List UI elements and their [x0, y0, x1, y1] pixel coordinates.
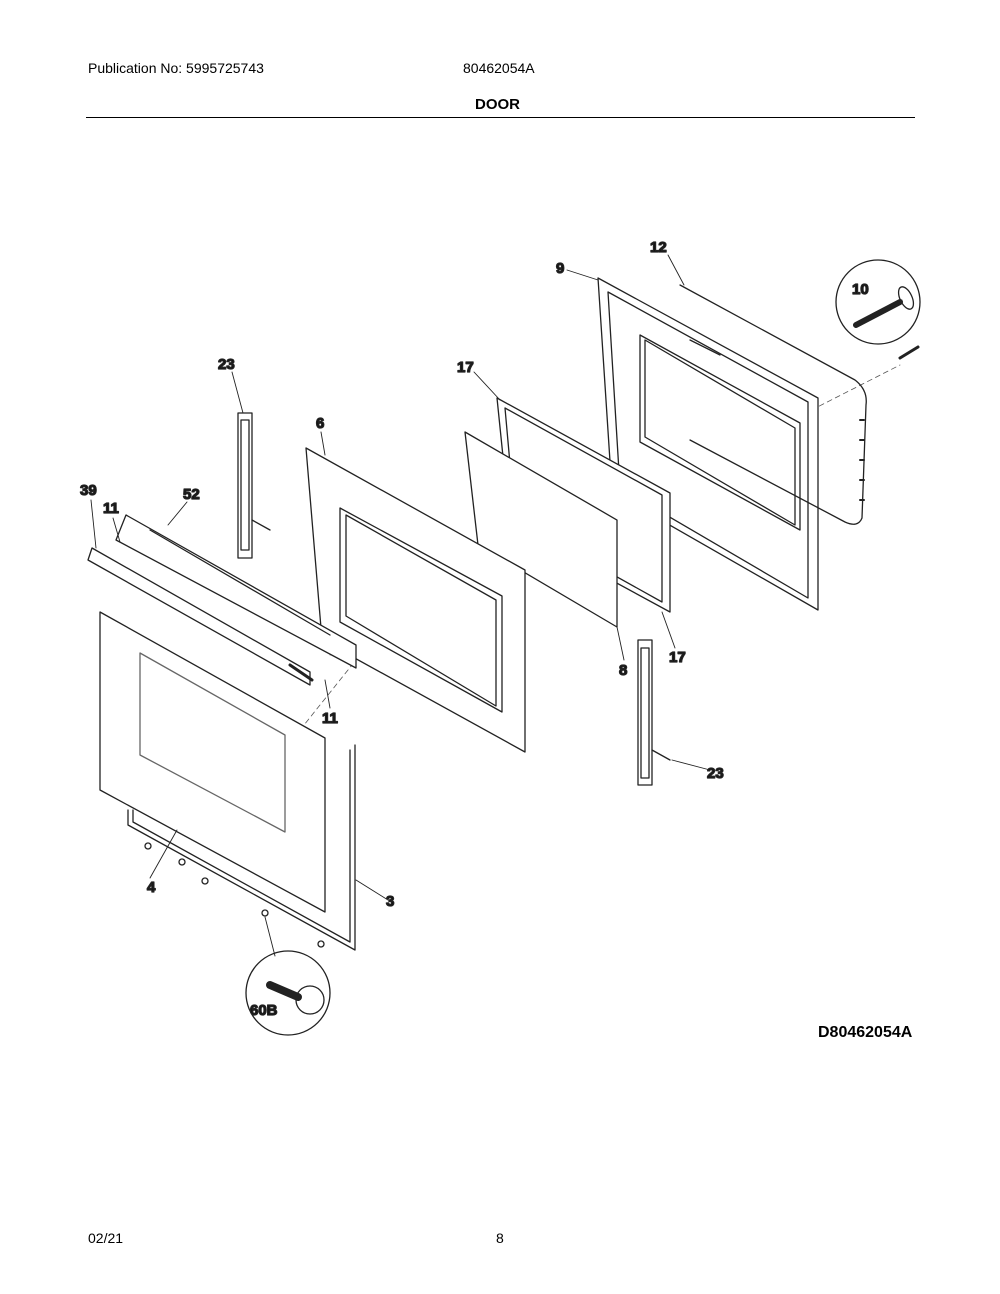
outer-door-panel-part-4	[99, 611, 326, 913]
callout-17-top: 17	[457, 359, 474, 376]
screw-detail-part-60b	[245, 950, 331, 1036]
callout-11-top: 11	[103, 500, 119, 517]
callout-17-bottom: 17	[669, 649, 686, 666]
section-title: DOOR	[475, 96, 520, 113]
callout-3: 3	[386, 893, 394, 910]
callout-11-bottom: 11	[322, 710, 338, 727]
callout-23-left: 23	[218, 356, 235, 373]
door-liner-part-6	[305, 447, 526, 753]
callout-4: 4	[147, 879, 156, 896]
diagram-id: D80462054A	[818, 1024, 913, 1041]
callout-39: 39	[80, 482, 97, 499]
model-number: 80462054A	[463, 60, 535, 76]
door-handle-part-39-52	[87, 514, 357, 686]
door-frame-part-3	[127, 744, 356, 951]
callout-10: 10	[852, 281, 869, 298]
footer-date: 02/21	[88, 1230, 124, 1246]
page-number: 8	[496, 1230, 504, 1246]
inner-door-panel-part-9	[597, 277, 819, 611]
callout-12: 12	[650, 239, 667, 256]
callout-52: 52	[183, 486, 200, 503]
header-rule	[86, 117, 915, 118]
callout-9: 9	[556, 260, 564, 277]
publication-number: Publication No: 5995725743	[88, 60, 264, 76]
door-gasket-part-12	[679, 284, 867, 525]
callout-8: 8	[619, 662, 627, 679]
callout-23-right: 23	[707, 765, 724, 782]
leader-lines	[90, 254, 711, 957]
screws	[144, 842, 325, 948]
callout-60b: 60B	[250, 1002, 278, 1019]
hinge-left-part-23	[237, 412, 271, 559]
screw-detail-part-10	[835, 259, 921, 360]
callout-6: 6	[316, 415, 324, 432]
hinge-right-part-23	[637, 639, 671, 786]
